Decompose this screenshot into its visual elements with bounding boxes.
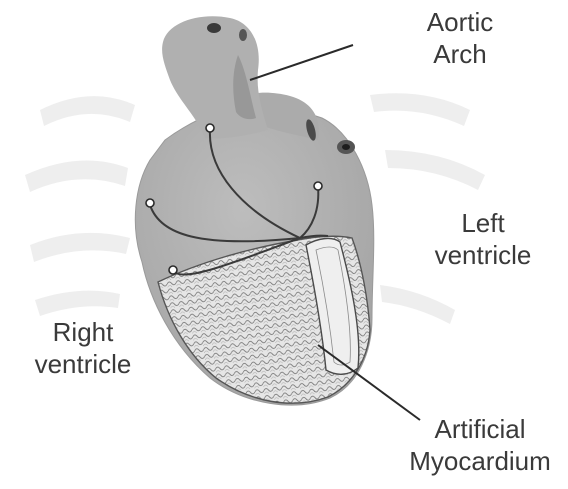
label-right-ventricle: Right ventricle [8, 316, 158, 380]
label-aortic-arch: Aortic Arch [410, 6, 510, 70]
aortic-arch [162, 16, 268, 138]
rib-shadow [25, 160, 128, 192]
label-line: Aortic [410, 6, 510, 38]
electrode [314, 182, 322, 190]
label-artificial-myocardium: Artificial Myocardium [392, 413, 568, 477]
electrode [206, 124, 214, 132]
electrode [169, 266, 177, 274]
rib-shadow [380, 285, 455, 324]
rib-shadow [370, 93, 470, 126]
electrode [146, 199, 154, 207]
label-line: Left [408, 207, 558, 239]
rib-shadow [30, 233, 130, 262]
leader-aortic-arch [250, 45, 353, 80]
label-left-ventricle: Left ventricle [408, 207, 558, 271]
rib-shadow [40, 96, 135, 126]
label-line: ventricle [408, 239, 558, 271]
vessel-opening [207, 23, 221, 33]
vessel-opening [342, 144, 350, 150]
rib-shadow [385, 150, 485, 190]
rib-shadow [35, 291, 120, 316]
label-line: Artificial [392, 413, 568, 445]
label-line: Right [8, 316, 158, 348]
label-line: Arch [410, 38, 510, 70]
label-line: Myocardium [392, 445, 568, 477]
vessel-opening [239, 29, 247, 41]
label-line: ventricle [8, 348, 158, 380]
